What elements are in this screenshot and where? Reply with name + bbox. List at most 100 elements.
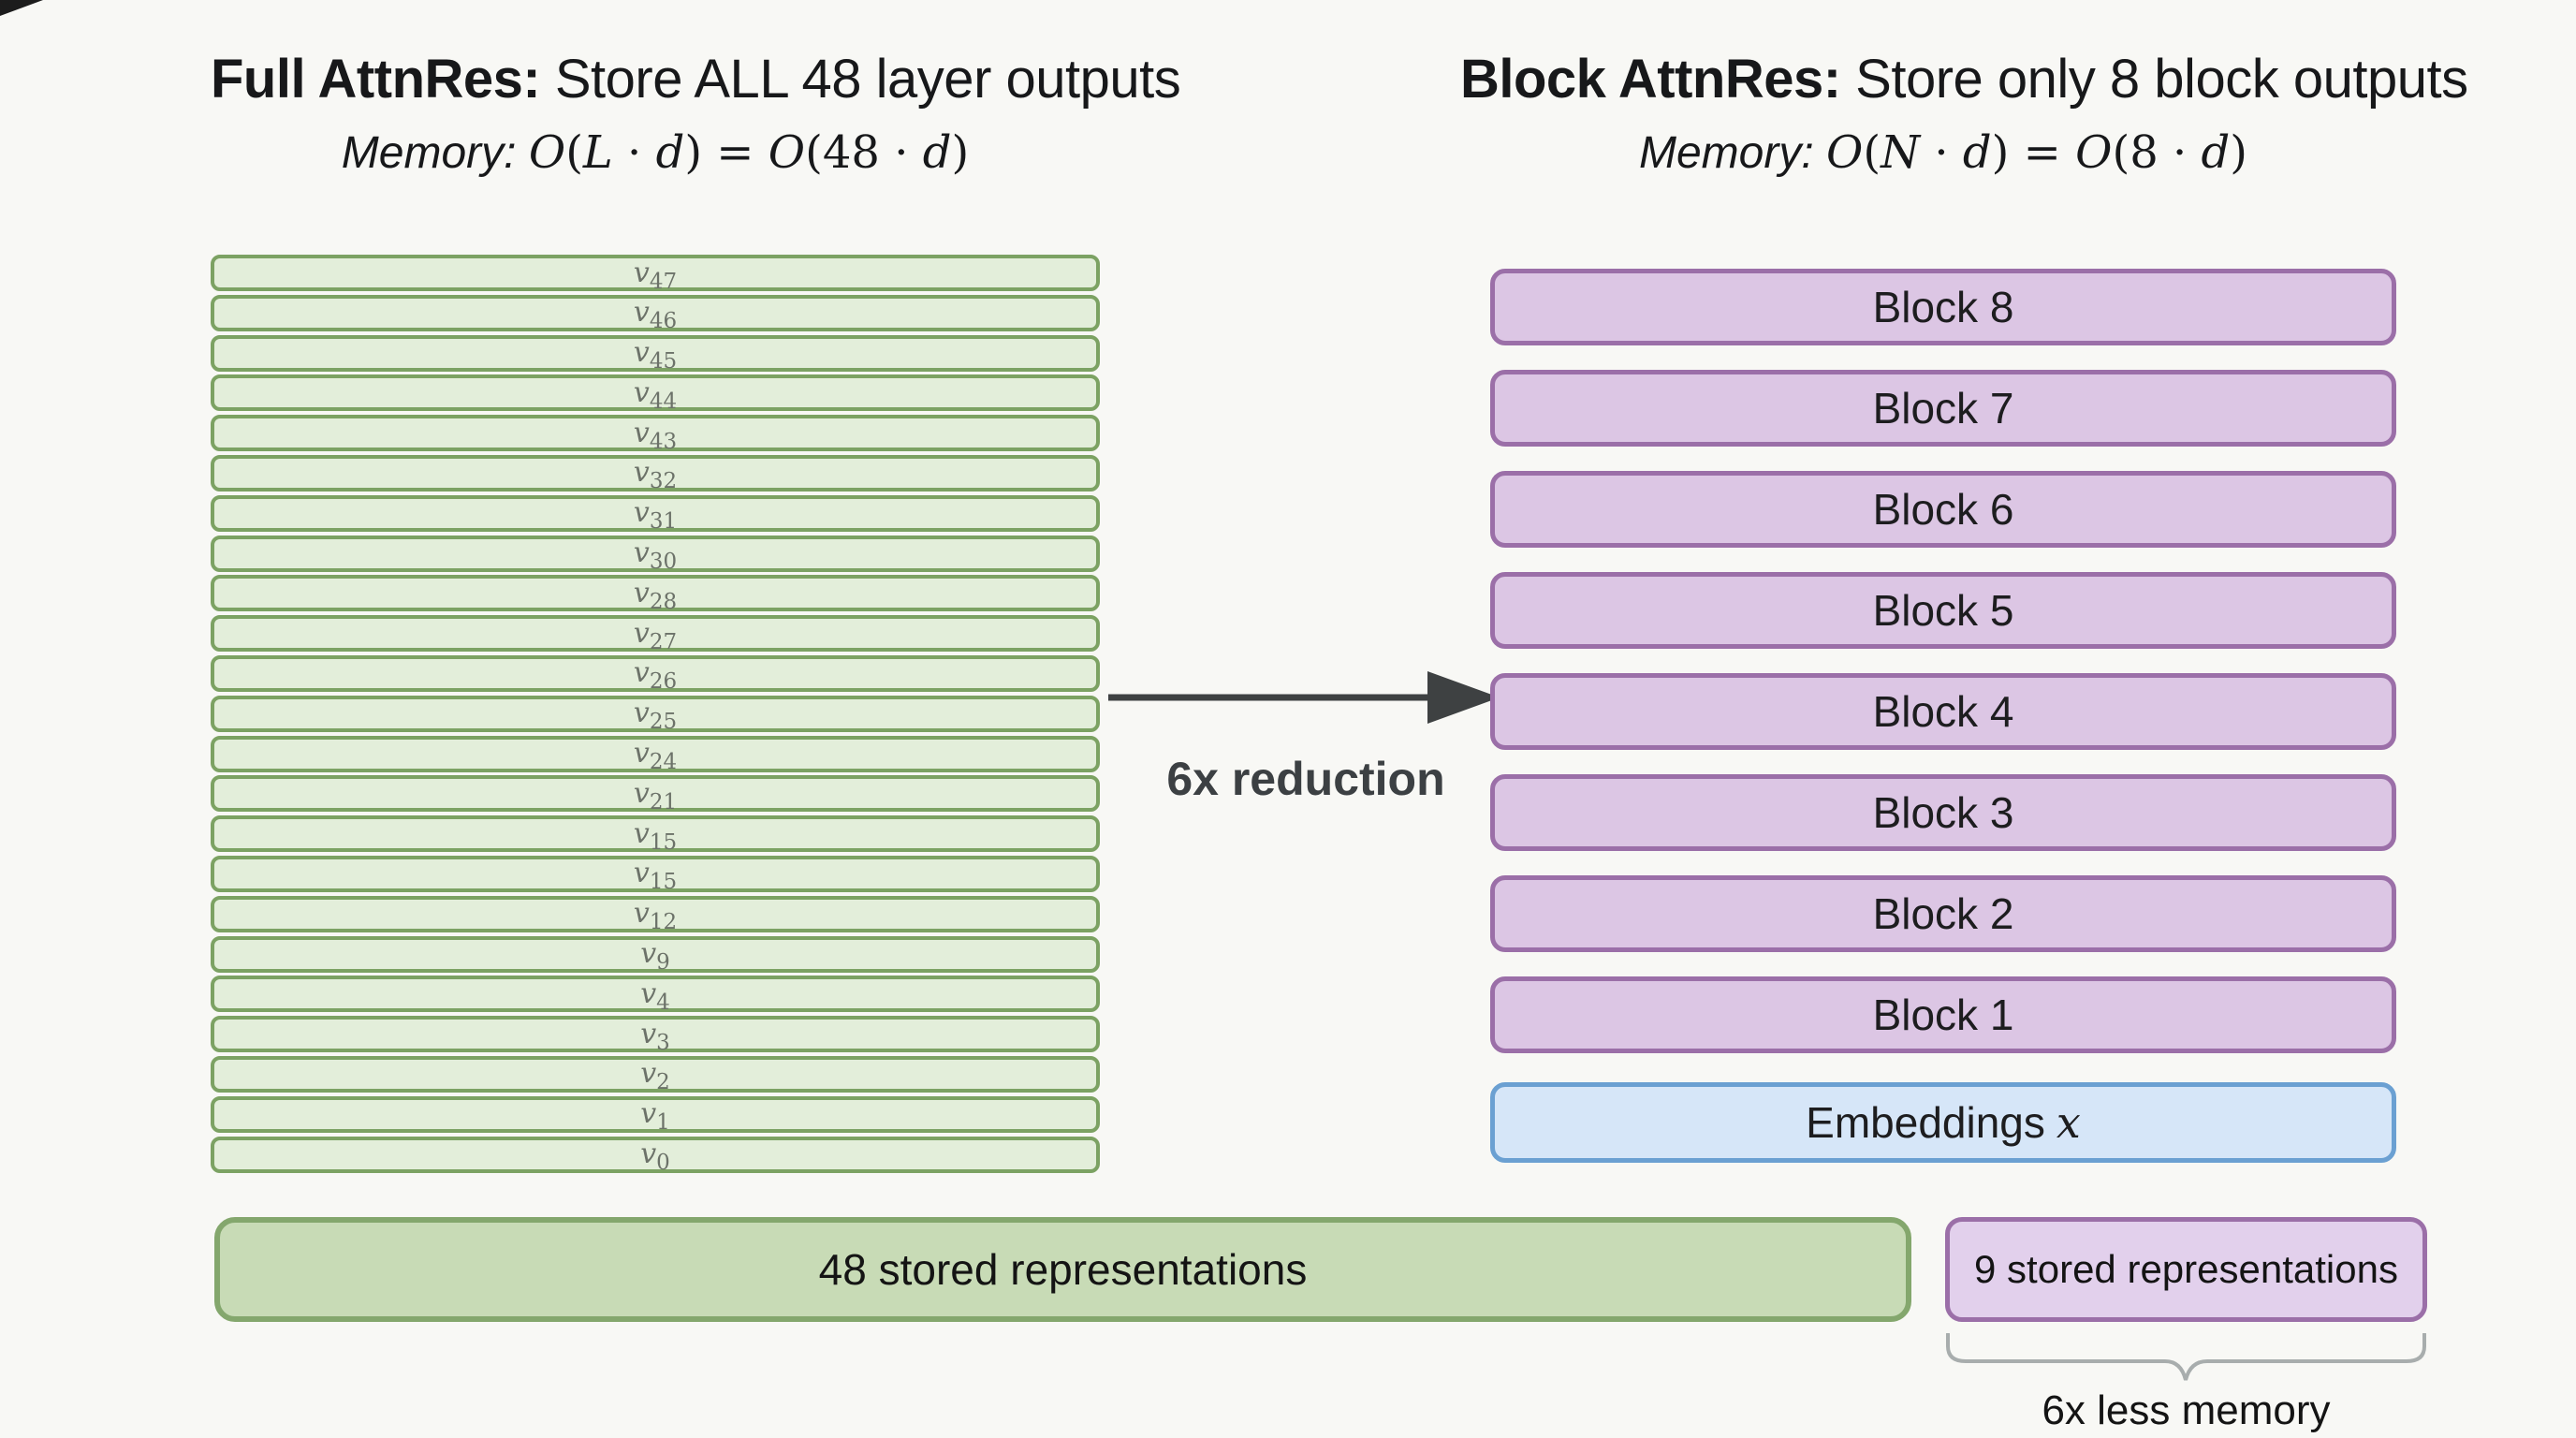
- layer-symbol: v: [640, 1057, 657, 1091]
- layer-symbol: v: [633, 256, 650, 289]
- right-memory-formula: O(N · d) = O(8 · d): [1826, 125, 2247, 179]
- layer-label: v27: [633, 616, 677, 653]
- reduction-group: 6x reduction: [1105, 651, 1507, 806]
- block-label: Block 3: [1872, 788, 2014, 837]
- layer-symbol: v: [633, 737, 650, 770]
- layer-subscript: 43: [649, 429, 678, 454]
- right-panel-header: Block AttnRes: Store only 8 block output…: [1460, 49, 2468, 179]
- embeddings-label: Embeddings: [1806, 1098, 2045, 1147]
- layer-subscript: 26: [649, 669, 678, 695]
- layer-symbol: v: [640, 937, 657, 971]
- layer-symbol: v: [633, 416, 650, 449]
- layer-subscript: 12: [649, 910, 678, 935]
- layer-symbol: v: [633, 536, 650, 570]
- layer-row: v45: [211, 334, 1100, 373]
- layer-symbol: v: [633, 616, 650, 650]
- layer-symbol: v: [640, 1097, 657, 1131]
- layer-symbol: v: [640, 976, 657, 1010]
- layer-label: v3: [640, 1020, 670, 1053]
- layer-row: v25: [211, 695, 1100, 733]
- layer-row: v9: [211, 935, 1100, 976]
- green-summary-bar: 48 stored representations: [214, 1217, 1911, 1322]
- layer-symbol: v: [633, 697, 650, 730]
- block-box: Block 6: [1490, 471, 2396, 548]
- right-title-rest: Store only 8 block outputs: [1840, 49, 2468, 110]
- layer-label: v1: [640, 1097, 670, 1134]
- layer-subscript: 21: [649, 789, 678, 814]
- layer-symbol: v: [633, 456, 650, 490]
- embeddings-box: Embeddings x: [1490, 1082, 2396, 1163]
- layer-subscript: 32: [649, 469, 678, 494]
- layer-row: v4: [211, 976, 1100, 1013]
- layer-symbol: v: [640, 1137, 657, 1171]
- layer-label: v43: [633, 416, 677, 452]
- layer-row: v15: [211, 815, 1100, 853]
- block-label: Block 5: [1872, 586, 2014, 635]
- layer-row: v1: [211, 1095, 1100, 1134]
- layer-symbol: v: [633, 857, 650, 890]
- right-memory-label: Memory:: [1639, 127, 1814, 178]
- layer-label: v24: [633, 737, 677, 773]
- layer-row: v2: [211, 1055, 1100, 1095]
- layer-subscript: 9: [656, 950, 670, 976]
- layer-label: v26: [633, 656, 677, 693]
- layer-subscript: 25: [649, 710, 678, 735]
- layer-label: v45: [633, 336, 677, 373]
- layer-subscript: 15: [649, 829, 678, 855]
- layer-row: v28: [211, 575, 1100, 614]
- layer-label: v15: [633, 816, 677, 853]
- layer-subscript: 0: [656, 1151, 670, 1176]
- layer-row: v21: [211, 775, 1100, 814]
- block-box: Block 1: [1490, 976, 2396, 1053]
- layer-symbol: v: [633, 576, 650, 609]
- block-label: Block 8: [1872, 283, 2014, 331]
- block-box: Block 7: [1490, 370, 2396, 447]
- layer-row: v30: [211, 535, 1100, 573]
- layer-symbol: v: [633, 816, 650, 850]
- left-panel-header: Full AttnRes: Store ALL 48 layer outputs…: [211, 49, 1181, 179]
- layer-row: v43: [211, 415, 1100, 452]
- arrow-right-icon: [1108, 671, 1500, 724]
- layer-symbol: v: [633, 656, 650, 690]
- layer-row: v46: [211, 294, 1100, 332]
- underbrace-icon: [1945, 1332, 2427, 1389]
- layer-subscript: 45: [649, 349, 678, 374]
- block-label: Block 2: [1872, 889, 2014, 938]
- layer-row: v26: [211, 654, 1100, 693]
- layer-row: v31: [211, 494, 1100, 533]
- left-title-prefix: Full AttnRes:: [211, 49, 541, 110]
- layer-symbol: v: [633, 296, 650, 330]
- block-label: Block 4: [1872, 687, 2014, 736]
- layer-stack: v47 v46 v45 v44 v43 v32 v31 v30 v28 v27 …: [211, 255, 1100, 1176]
- reduction-label: 6x reduction: [1166, 753, 1445, 805]
- block-stack: Block 8 Block 7 Block 6 Block 5 Block 4 …: [1490, 269, 2396, 1053]
- layer-subscript: 4: [656, 990, 670, 1015]
- layer-label: v4: [640, 976, 670, 1013]
- block-box: Block 8: [1490, 269, 2396, 345]
- embeddings-variable: x: [2056, 1097, 2081, 1148]
- layer-subscript: 28: [649, 589, 678, 614]
- layer-label: v44: [634, 378, 677, 412]
- layer-symbol: v: [633, 336, 650, 370]
- layer-subscript: 2: [656, 1070, 670, 1095]
- right-title-prefix: Block AttnRes:: [1460, 49, 1841, 110]
- layer-row: v0: [211, 1136, 1100, 1176]
- green-summary-label: 48 stored representations: [818, 1245, 1308, 1294]
- layer-row: v32: [211, 454, 1100, 494]
- underbrace-svg: [1946, 1332, 2426, 1381]
- layer-subscript: 44: [649, 389, 678, 414]
- layer-label: v15: [633, 857, 677, 893]
- layer-symbol: v: [633, 897, 650, 931]
- layer-label: v47: [633, 256, 677, 292]
- layer-label: v30: [633, 536, 677, 573]
- layer-subscript: 27: [649, 629, 678, 654]
- layer-label: v25: [633, 697, 677, 733]
- block-label: Block 6: [1872, 485, 2014, 534]
- block-box: Block 5: [1490, 572, 2396, 649]
- left-title-rest: Store ALL 48 layer outputs: [540, 49, 1181, 110]
- left-panel-subtitle: Memory: O(L · d) = O(48 · d): [211, 127, 1100, 179]
- left-panel-title: Full AttnRes: Store ALL 48 layer outputs: [211, 49, 1181, 111]
- block-box: Block 4: [1490, 673, 2396, 750]
- purple-summary-label: 9 stored representations: [1974, 1247, 2398, 1291]
